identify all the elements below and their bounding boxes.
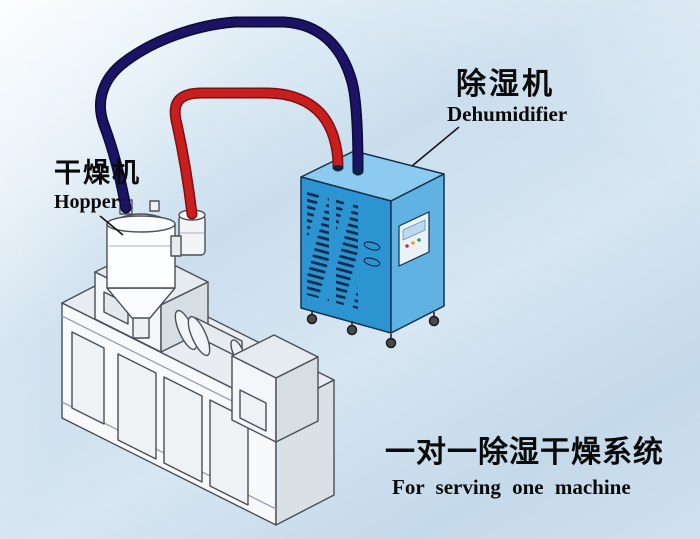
cabinet-handle-slot <box>363 241 381 251</box>
hopper-lid-rim <box>106 215 176 233</box>
cabinet-vent-louvers <box>307 191 329 301</box>
machine-door-panel <box>117 353 157 460</box>
die-block-side <box>275 356 319 443</box>
machine-door-panel <box>163 376 203 483</box>
dehumidifier-cabinet <box>300 150 445 349</box>
caster-wheels <box>306 310 440 349</box>
hopper-callout-line <box>99 215 124 236</box>
dehumidifier-label-cn: 除湿机 <box>456 68 555 101</box>
navy-pipe <box>96 18 362 212</box>
cabinet-handle-slot <box>363 257 381 267</box>
system-caption-cn: 一对一除湿干燥系统 <box>385 436 664 469</box>
cabinet-vent-louvers <box>336 199 358 309</box>
panel-button-red <box>405 244 409 248</box>
panel-button-amber <box>411 241 415 245</box>
hopper-body <box>106 223 176 289</box>
system-caption-en: For serving one machine <box>392 475 631 499</box>
cabinet-pipe-port <box>332 165 344 171</box>
control-panel-display <box>402 219 426 241</box>
panel-button-green <box>417 238 421 242</box>
hopper-label-en: Hopper <box>54 191 120 213</box>
die-block-panel <box>239 389 267 432</box>
cabinet-pipe-port <box>352 169 364 175</box>
hopper-label-cn: 干燥机 <box>54 158 141 188</box>
red-pipe <box>171 89 342 218</box>
hopper-dryer <box>106 199 206 339</box>
extruder-machine <box>61 248 335 526</box>
hopper-lid-cap <box>149 200 160 212</box>
dehumidifier-label-en: Dehumidifier <box>447 102 568 126</box>
barrel-flange <box>187 315 211 357</box>
machine-door-panel <box>71 331 105 425</box>
blower-bracket <box>170 235 182 257</box>
hopper-blower <box>178 214 206 256</box>
dehumidifier-callout-line <box>411 126 460 167</box>
hopper-stand <box>132 315 150 339</box>
pipes <box>95 16 364 220</box>
